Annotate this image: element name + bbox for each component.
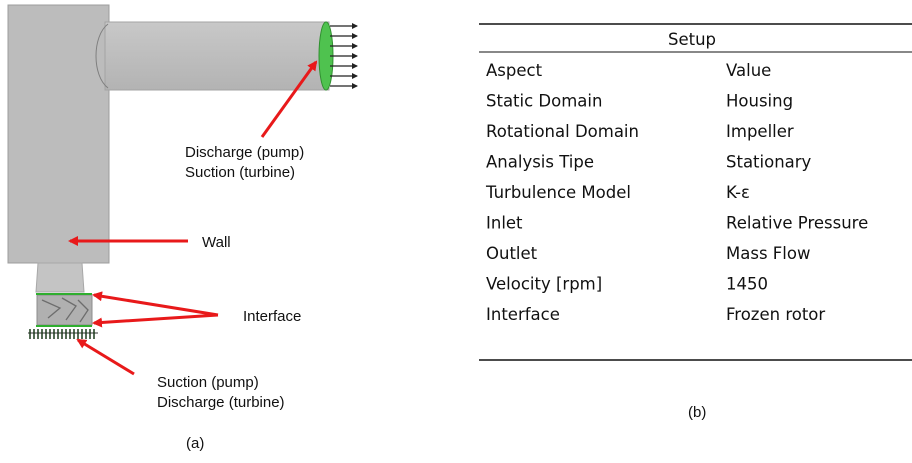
arrow-discharge-top — [260, 60, 318, 138]
table-cell-value: 1450 — [726, 275, 768, 294]
table-cell-value: Impeller — [726, 122, 794, 141]
label-wall: Wall — [202, 234, 231, 251]
table-cell-value: Relative Pressure — [726, 214, 868, 233]
housing-neck — [35, 262, 85, 293]
arrow-suction-bottom — [76, 338, 135, 376]
impeller-blades — [41, 297, 89, 323]
table-cell-value: Stationary — [726, 153, 812, 172]
table-cell-aspect: Analysis Tipe — [486, 153, 594, 172]
outflow-arrows — [330, 23, 358, 89]
callout-arrows — [68, 60, 318, 376]
arrow-interface-lower — [92, 313, 219, 328]
table-title: Setup — [668, 30, 716, 49]
housing-vertical — [7, 4, 110, 264]
label-interface: Interface — [243, 308, 301, 325]
table-cell-aspect: Inlet — [486, 214, 523, 233]
table-cell-aspect: Rotational Domain — [486, 122, 639, 141]
table-cell-value: K-ε — [726, 183, 750, 202]
table-cell-value: Mass Flow — [726, 244, 810, 263]
label-discharge-top-1: Discharge (pump) — [185, 144, 304, 161]
caption-a: (a) — [186, 435, 204, 452]
table-cell-aspect: Turbulence Model — [485, 183, 631, 202]
caption-b: (b) — [688, 404, 706, 421]
table-cell-aspect: Static Domain — [486, 92, 602, 111]
discharge-pipe — [104, 21, 330, 91]
label-suction-bottom-1: Suction (pump) — [157, 374, 259, 391]
arrow-interface-upper — [92, 291, 219, 317]
label-discharge-top-2: Suction (turbine) — [185, 164, 295, 181]
table-cell-value: Housing — [726, 92, 793, 111]
table-cell-aspect: Interface — [486, 305, 560, 324]
table-cell-aspect: Outlet — [486, 244, 538, 263]
table-header-value: Value — [726, 61, 771, 80]
table-cell-value: Frozen rotor — [726, 305, 825, 324]
table-cell-aspect: Velocity [rpm] — [486, 275, 602, 294]
elbow-seam — [95, 23, 109, 89]
table-header-aspect: Aspect — [486, 61, 543, 80]
pump-geometry — [7, 4, 358, 339]
label-suction-bottom-2: Discharge (turbine) — [157, 394, 285, 411]
inlet-fringe — [28, 329, 98, 339]
